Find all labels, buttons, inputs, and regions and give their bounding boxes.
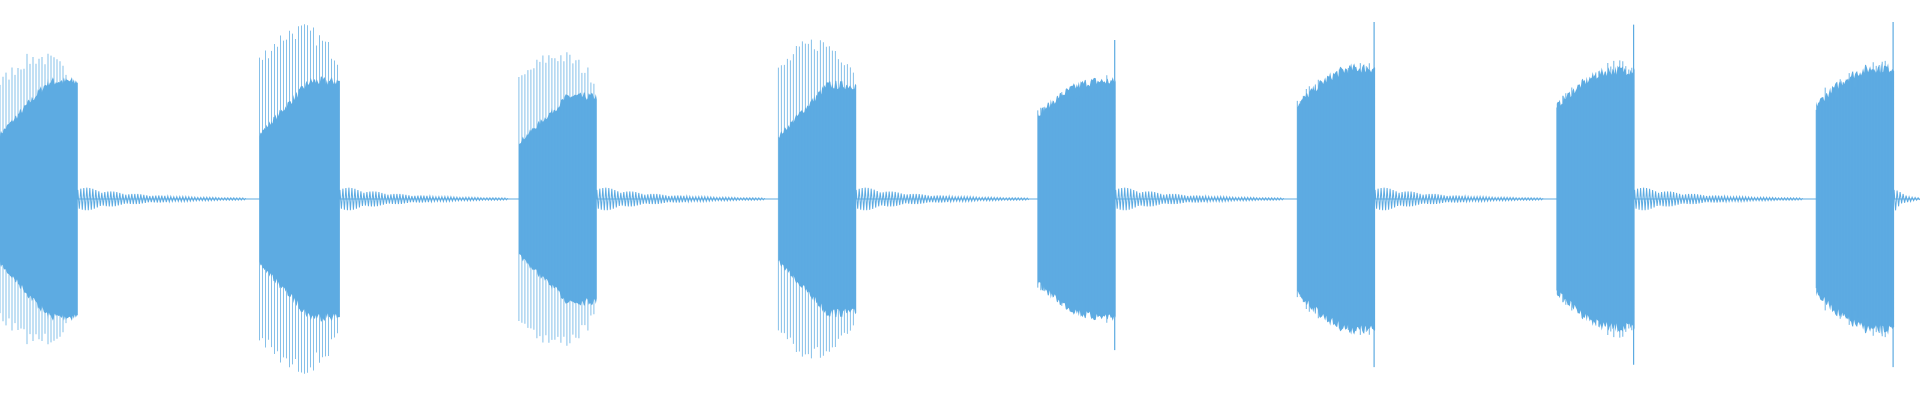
- waveform-burst-tail: [855, 187, 1030, 211]
- waveform-burst-tail: [1634, 187, 1803, 211]
- waveform-burst-tail: [596, 187, 766, 211]
- waveform-burst-tail: [1115, 187, 1285, 211]
- waveform-burst-tail: [339, 187, 509, 211]
- waveform-burst-1: [0, 53, 247, 345]
- waveform-burst-4: [777, 39, 1030, 359]
- waveform-burst-7: [1556, 24, 1803, 365]
- waveform-burst-tail: [77, 187, 247, 211]
- waveform-burst-tail: [1374, 187, 1544, 211]
- waveform-burst-8: [1815, 22, 1920, 368]
- waveform-burst-6: [1296, 22, 1544, 368]
- waveform-burst-3: [518, 52, 766, 346]
- waveform-burst-5: [1037, 40, 1285, 351]
- waveform-bursts: [0, 22, 1920, 374]
- waveform-burst-2: [259, 24, 509, 374]
- waveform-burst-tail: [1893, 189, 1920, 211]
